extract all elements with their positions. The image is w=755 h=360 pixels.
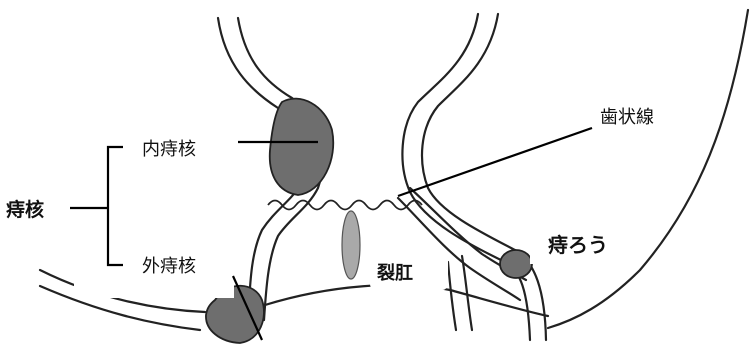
hemorrhoid-bracket xyxy=(70,147,123,265)
external-hemorrhoid-label: 外痔核 xyxy=(142,256,196,277)
hemorrhoids-label: 痔核 xyxy=(6,198,44,221)
fistula-opening xyxy=(500,250,532,278)
dentate-line-leader xyxy=(398,128,592,196)
internal-hemorrhoid-label: 内痔核 xyxy=(142,139,196,160)
anal-fissure-label: 裂肛 xyxy=(376,263,413,284)
anal-fissure-shape xyxy=(342,211,360,279)
dentate-line xyxy=(268,201,422,210)
anal-fistula-label: 痔ろう xyxy=(548,233,608,257)
dentate-line-label: 歯状線 xyxy=(600,107,654,128)
internal-hemorrhoid-shape xyxy=(270,99,334,195)
